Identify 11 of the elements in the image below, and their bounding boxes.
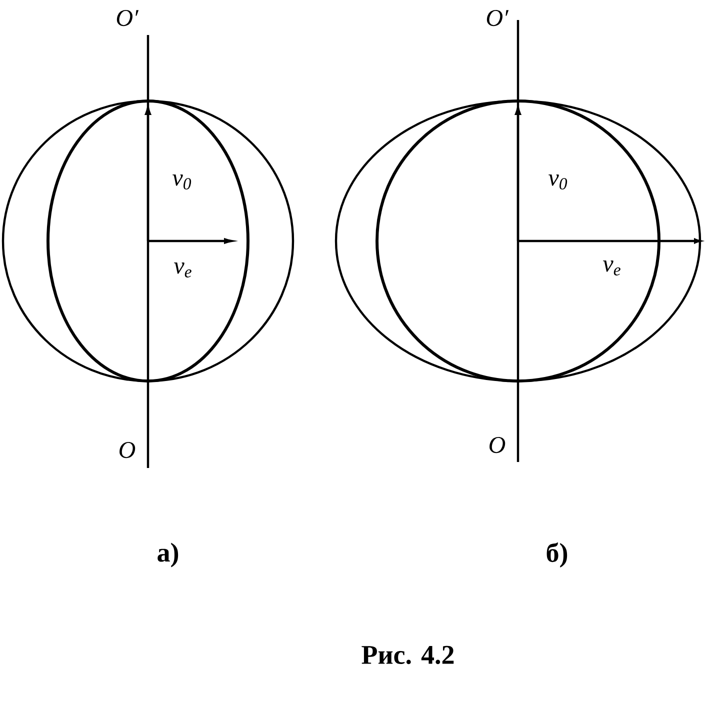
axis-label: O′	[486, 10, 509, 26]
axis-label: v$_{0}$	[548, 174, 568, 190]
axis-label: O′	[116, 10, 139, 26]
axis-label: v$_{e}$	[603, 260, 620, 276]
axis-label: O	[490, 436, 506, 454]
caption: Рис. 4.2	[362, 646, 454, 664]
panel-label: б)	[546, 542, 568, 568]
panel-label: а)	[158, 542, 178, 568]
axis-label: v$_{0}$	[172, 174, 192, 190]
axis-label: O	[120, 442, 136, 458]
axis-label: v$_{e}$	[174, 262, 192, 278]
